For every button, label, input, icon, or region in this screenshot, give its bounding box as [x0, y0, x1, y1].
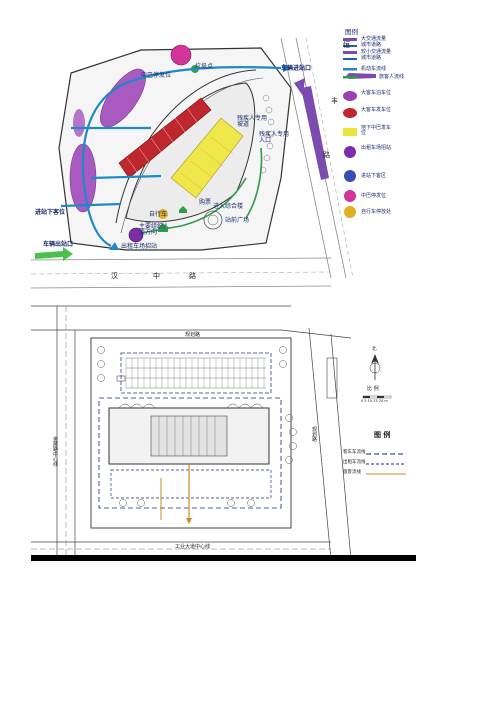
- label-drop-off: 进站下客位: [35, 209, 66, 216]
- label-road-east-1: 恒: [343, 41, 350, 49]
- bike-parking-circle: [158, 209, 168, 219]
- label-garbage: 垃圾点: [195, 63, 214, 70]
- legend-swatches: [343, 38, 357, 218]
- top-parking-stalls: [126, 357, 266, 389]
- taxi-stop-circle: [128, 227, 144, 243]
- passenger-flow-lines: [140, 147, 263, 234]
- label-entry: 车辆进站口: [281, 65, 312, 72]
- green-traffic-arrow: [35, 247, 73, 261]
- canopy-bays: [118, 403, 264, 409]
- label-scale-ticks: 0 5 10 15 20 m: [361, 399, 388, 403]
- label-vip-lane: 残疾人专用坡道: [237, 115, 268, 128]
- south-road-edge-1: [31, 257, 332, 261]
- bus-flow-loop: [98, 397, 282, 509]
- label-flow: 主要组织人流方向: [139, 223, 170, 236]
- building-grid: [158, 416, 216, 456]
- label-road-south-3: 路: [189, 272, 196, 280]
- label-top-road: 规划路: [185, 332, 201, 338]
- legend-item-5: 旅客人流线: [379, 74, 405, 80]
- home-icon: [158, 223, 168, 232]
- east-road-edge-1: [280, 37, 332, 279]
- car-icon: [116, 375, 126, 382]
- scale-bar: [362, 395, 392, 399]
- plaza-circle: [203, 210, 223, 230]
- page-bottom-bar: [31, 555, 416, 561]
- north-arrow-icon: [369, 354, 381, 380]
- legend-item-1: 城市道路: [361, 42, 382, 48]
- site-boundary-line: [90, 337, 292, 529]
- label-road-east-3: 路: [323, 151, 330, 159]
- canopy-arc-1: [115, 69, 257, 224]
- site-plan-line: 规划路 规划路 金陵路中心线 工业大道中心线 北 比 例 0 5 10 15 2…: [31, 298, 415, 560]
- label-ticket: 购票: [199, 199, 212, 206]
- label-bus-stop: 中巴停发位: [141, 72, 172, 79]
- top-parking-loop: [120, 352, 272, 394]
- bus-parking-3: [73, 109, 85, 137]
- label-bike: 自行车: [149, 211, 168, 218]
- label-plaza: 站前广场: [225, 217, 250, 224]
- site-plan-drawing: [31, 37, 376, 289]
- legend-item-11: 中巴停发位: [361, 193, 387, 199]
- vehicle-flow-lines: [60, 66, 282, 247]
- home-icon-2: [179, 206, 187, 213]
- bottom-legend-lines: [366, 453, 406, 475]
- label-taxi: 出租车场招站: [121, 243, 158, 250]
- south-road-center: [31, 271, 332, 275]
- plan-trees: [97, 346, 297, 507]
- label-vip-entry: 残疾人专用入口: [259, 131, 290, 144]
- site-plan-color: 中巴停发位 垃圾点 车辆进站口 恒 丰 路 残疾人专用坡道 残疾人专用入口 进站…: [31, 28, 415, 298]
- label-right-road: 规划路: [312, 427, 318, 443]
- label-road-east-2: 丰: [331, 97, 338, 105]
- site-plan-line-drawing: [31, 305, 406, 560]
- right-parking: [326, 357, 338, 399]
- label-complex: 进入综合楼: [213, 203, 244, 210]
- label-road-south-1: 汉: [111, 272, 118, 280]
- legend-item-0: 大交通流量: [361, 36, 387, 42]
- underground-minibus-bays: [170, 117, 244, 199]
- tree-ring: [259, 94, 275, 174]
- bus-parking-1: [100, 68, 146, 128]
- legend-item-4: 机动车流线: [361, 66, 387, 72]
- south-road-edge-2: [31, 285, 332, 289]
- label-left-road: 金陵路中心线: [53, 437, 59, 468]
- bottom-legend-item-1: 出租车流线: [343, 460, 366, 465]
- bus-departure-bays: [118, 97, 212, 179]
- label-north: 北: [372, 347, 377, 352]
- legend-item-12: 自行车停放处: [361, 209, 392, 215]
- label-road-south-2: 中: [153, 272, 160, 280]
- east-traffic-arrow: [301, 86, 329, 180]
- legend-item-6: 大客车泊车位: [361, 90, 392, 96]
- label-scale: 比 例: [367, 386, 379, 392]
- bottom-legend-item-2: 旅客流线: [343, 470, 361, 475]
- minibus-stop-circle: [170, 44, 192, 66]
- legend-item-8: 地下中巴发车位: [361, 125, 392, 136]
- legend-item-10: 进站下客区: [361, 173, 387, 179]
- label-exit: 车辆出站口: [43, 241, 74, 248]
- legend-item-2: 较小交通流量: [361, 49, 392, 55]
- bottom-legend-item-0: 客车车流线: [343, 450, 366, 455]
- east-road-center: [305, 37, 354, 279]
- legend-item-3: 城市道路: [361, 55, 382, 61]
- label-bottom-road: 工业大道中心线: [175, 544, 211, 550]
- bottom-legend-title: 图 例: [374, 431, 391, 439]
- taxi-flow-loop: [110, 469, 272, 499]
- legend-title: 图例: [345, 28, 358, 36]
- legend-item-9: 出租车场招站: [361, 145, 392, 151]
- legend-item-7: 大客车发车位: [361, 107, 392, 113]
